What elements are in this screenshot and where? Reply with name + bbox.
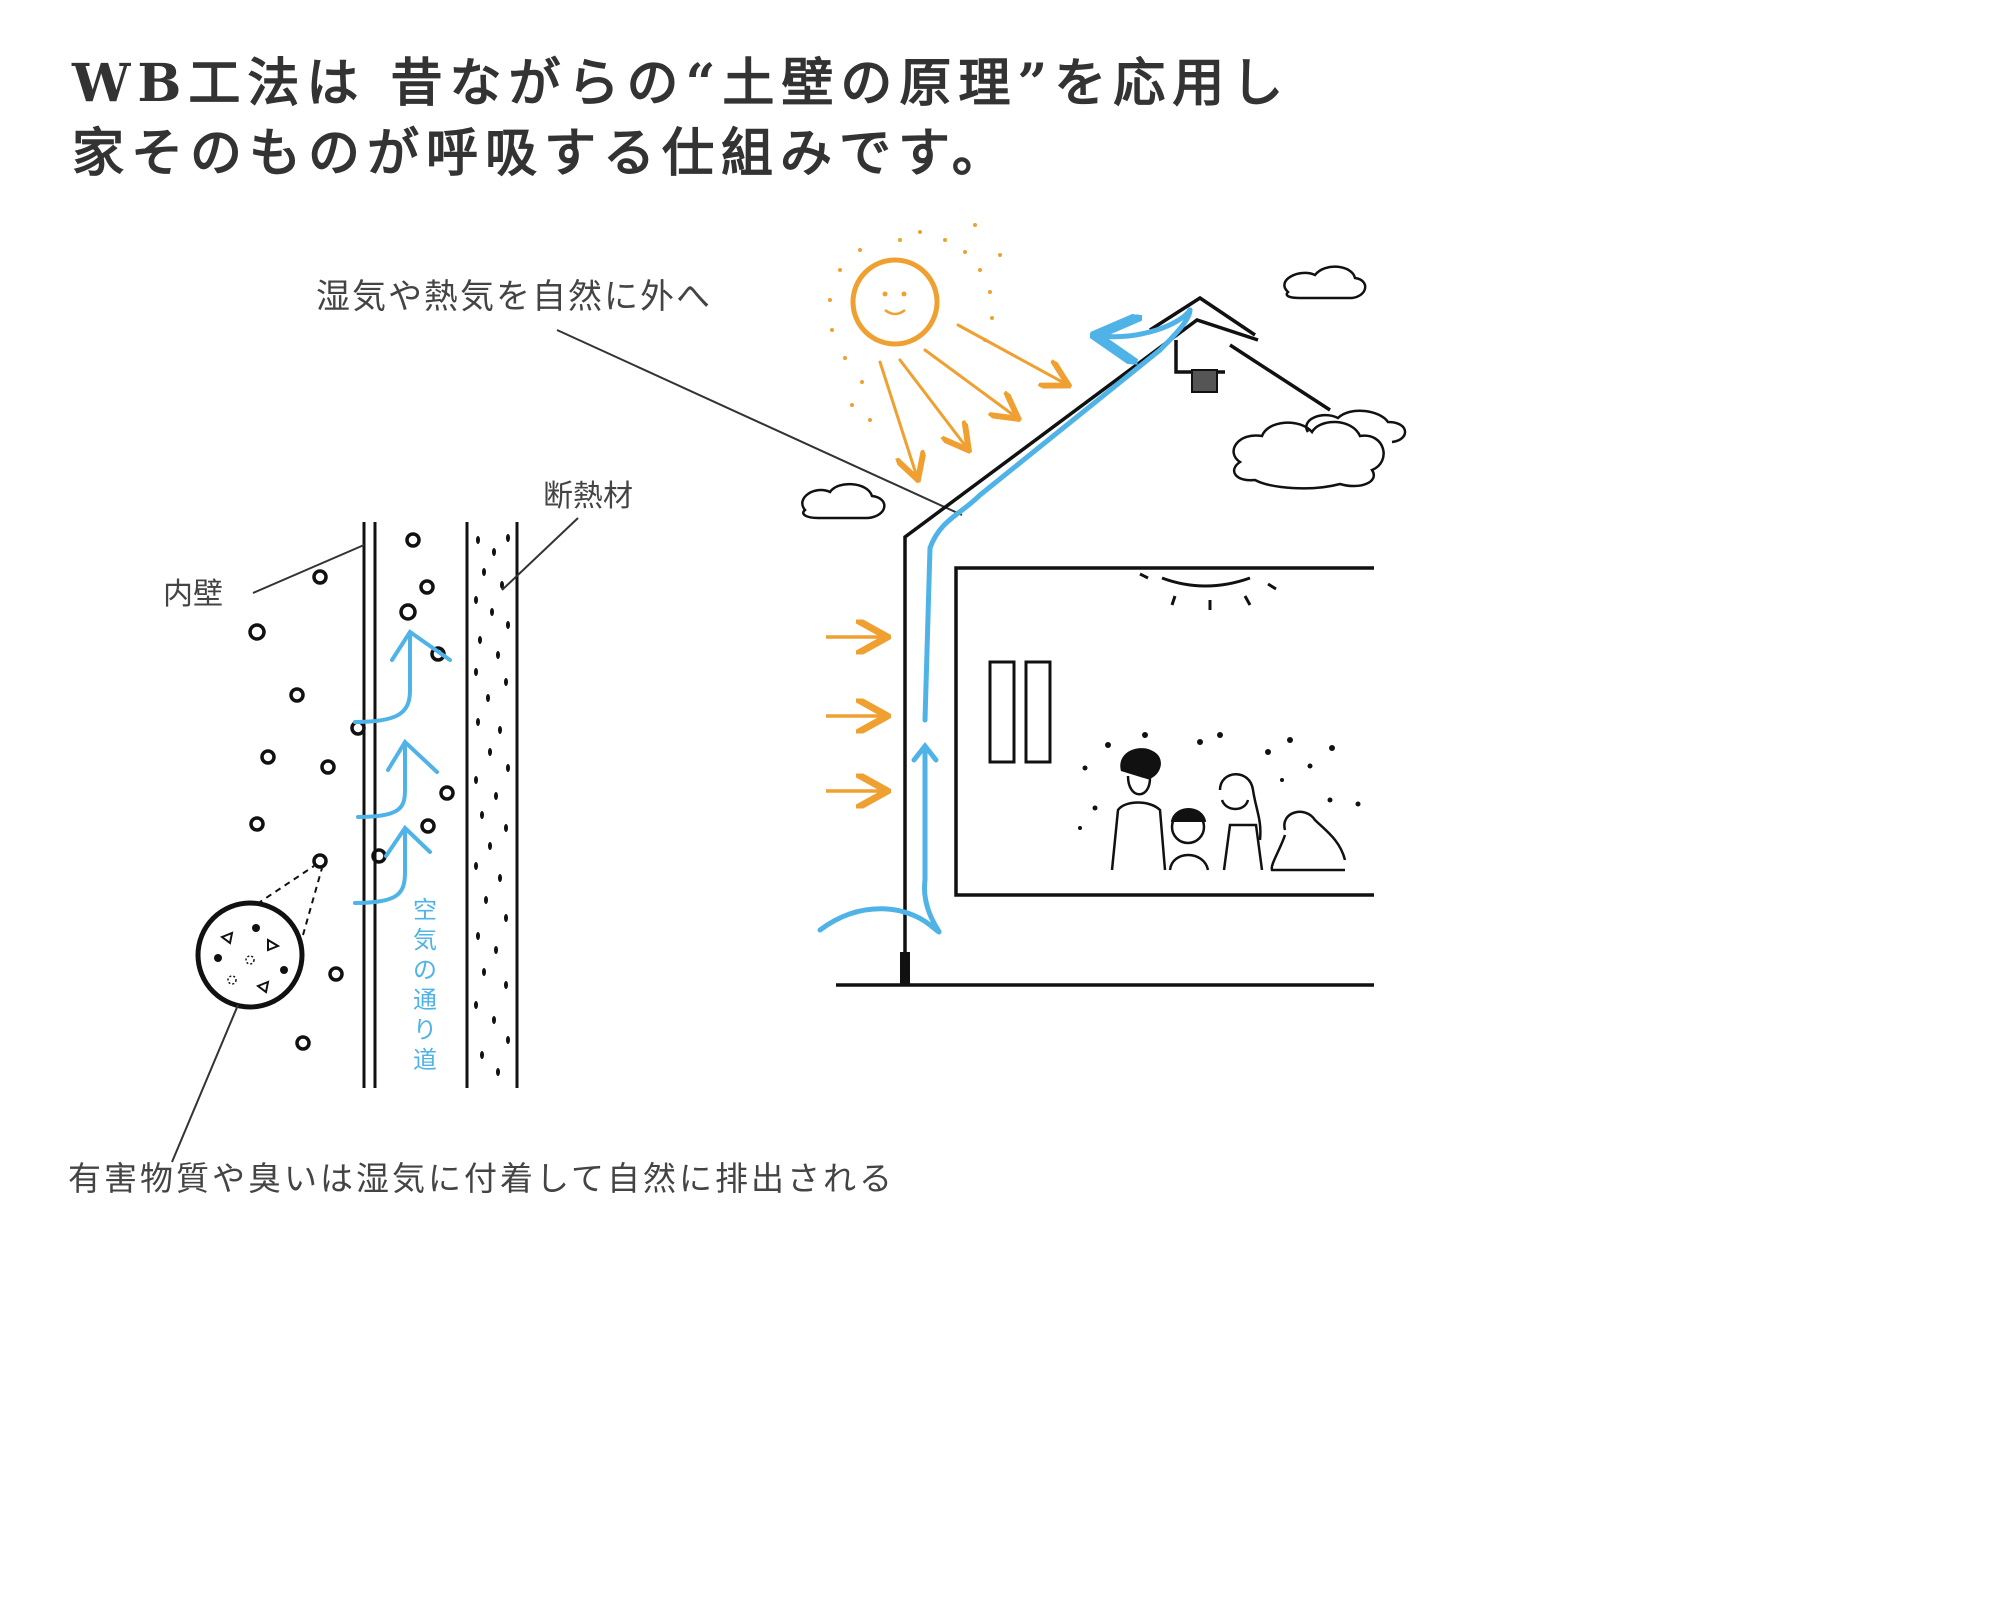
air-flow-arrows	[353, 629, 452, 905]
diagram	[171, 223, 1407, 1163]
light-fixture-icon	[1139, 572, 1277, 610]
house-airflow	[817, 307, 1193, 935]
magnified-particle	[195, 865, 323, 1010]
family-illustration	[1078, 732, 1361, 872]
insulation-texture	[474, 534, 510, 1076]
wind-arrows	[826, 637, 884, 791]
house	[836, 295, 1374, 987]
cloud-icon	[801, 265, 1407, 520]
heading-line-1: WB工法は 昔ながらの“土壁の原理”を応用し	[72, 53, 1291, 114]
sun-icon	[828, 223, 1066, 477]
label-moisture-out: 湿気や熱気を自然に外へ	[316, 277, 712, 317]
label-insulation: 断熱材	[543, 479, 633, 514]
label-harmful-substances: 有害物質や臭いは湿気に付着して自然に排出される	[68, 1159, 896, 1198]
label-inner-wall: 内壁	[163, 577, 223, 612]
leader-lines	[171, 329, 963, 1163]
label-air-path: 空気の通り道	[413, 896, 437, 1074]
heading-line-2: 家そのものが呼吸する仕組みです。	[72, 123, 1011, 184]
wall-section	[362, 522, 519, 1088]
